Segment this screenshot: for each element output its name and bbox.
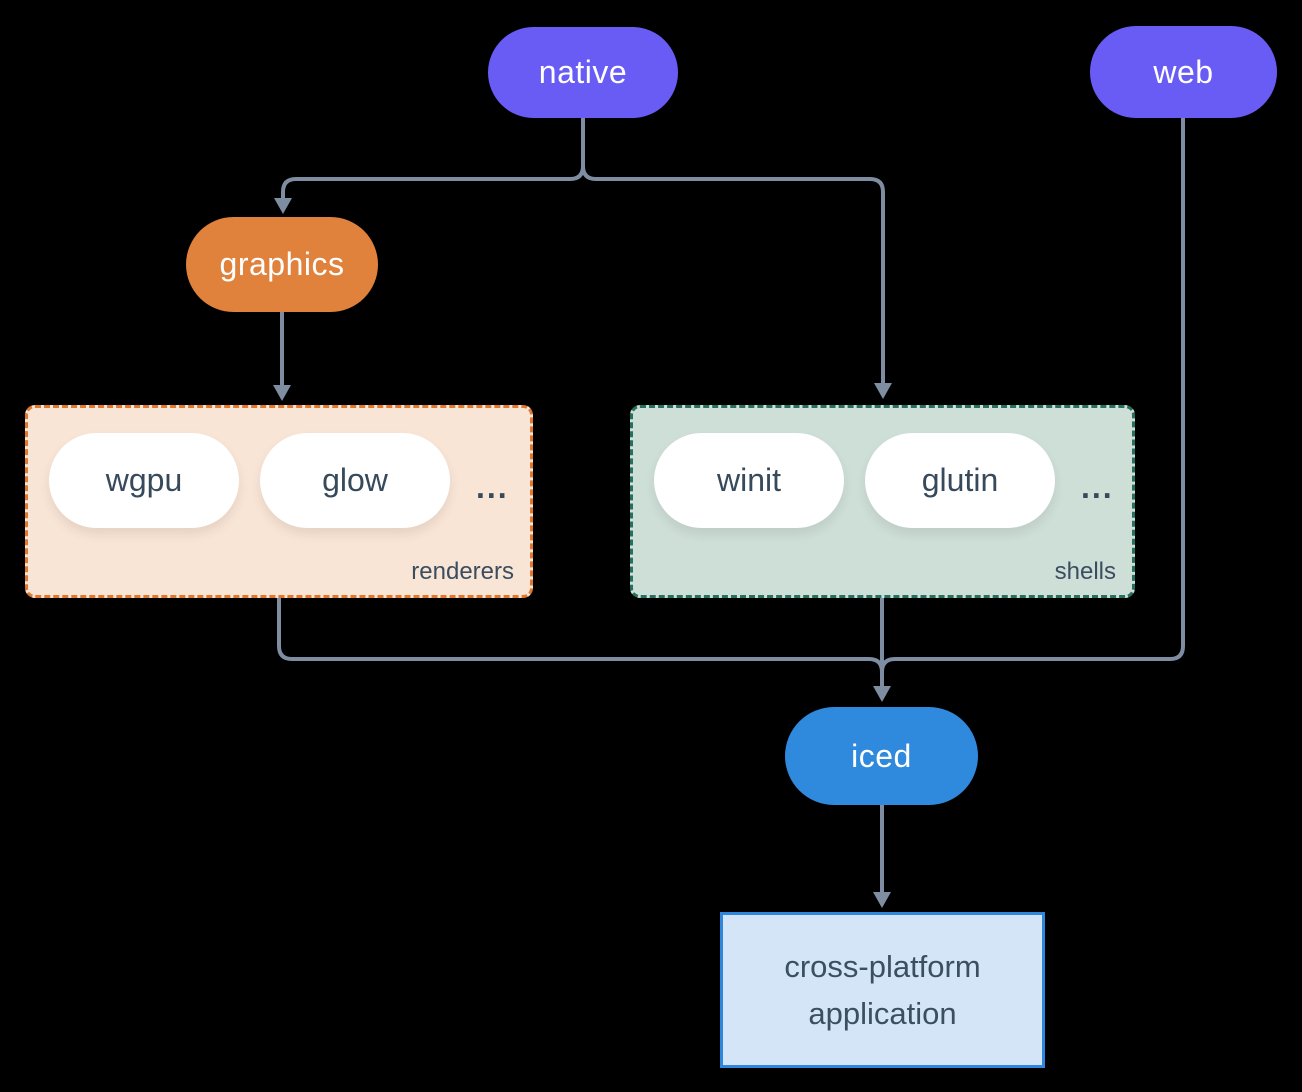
node-winit-label: winit	[716, 462, 781, 498]
node-glutin: glutin	[865, 433, 1055, 528]
shells-pill-row: winit glutin ...	[633, 408, 1132, 528]
node-native: native	[488, 27, 678, 118]
arrowhead-renderers	[273, 385, 291, 401]
node-graphics: graphics	[186, 217, 378, 312]
node-glow-label: glow	[322, 462, 388, 498]
arrowhead-shells	[874, 383, 892, 399]
renderers-group-label: renderers	[411, 558, 514, 585]
node-glutin-label: glutin	[921, 462, 999, 498]
node-native-label: native	[538, 54, 628, 90]
edge-native-graphics	[281, 118, 585, 198]
node-web-label: web	[1153, 53, 1214, 90]
shells-ellipsis: ...	[1081, 469, 1114, 505]
node-iced-label: iced	[851, 737, 912, 774]
arrowhead-iced	[873, 686, 891, 702]
node-graphics-label: graphics	[219, 246, 345, 282]
node-app-label: cross-platform application	[784, 949, 981, 1031]
node-glow: glow	[260, 433, 450, 528]
renderers-pill-row: wgpu glow ...	[28, 408, 530, 528]
node-iced: iced	[785, 707, 978, 805]
node-winit: winit	[654, 433, 844, 528]
node-wgpu: wgpu	[49, 433, 239, 528]
group-shells: winit glutin ... shells	[630, 405, 1135, 598]
node-wgpu-label: wgpu	[105, 462, 183, 498]
arrowhead-app	[873, 892, 891, 908]
node-cross-platform-application: cross-platform application	[720, 912, 1045, 1068]
edge-native-shells	[581, 118, 885, 383]
renderers-ellipsis: ...	[476, 469, 509, 505]
arrowhead-graphics	[274, 198, 292, 214]
group-renderers: wgpu glow ... renderers	[25, 405, 533, 598]
node-web: web	[1090, 26, 1277, 118]
shells-group-label: shells	[1054, 558, 1116, 585]
edge-renderers-iced	[277, 598, 884, 676]
